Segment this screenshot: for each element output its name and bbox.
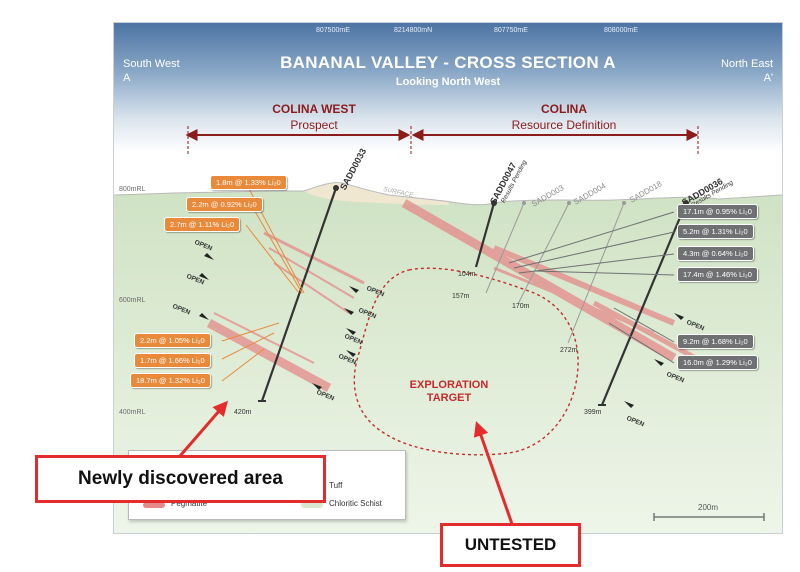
coord-label: 807500mE (316, 27, 350, 34)
section-title: BANANAL VALLEY - CROSS SECTION A (280, 53, 616, 72)
intercept-label: 18.7m @ 1.32% Li₂0 (130, 373, 211, 388)
intercept-label: 2.2m @ 0.92% Li₂0 (186, 197, 263, 212)
collar (491, 200, 497, 206)
intercept-label: 1.8m @ 1.33% Li₂0 (210, 175, 287, 190)
depth-label: 170m (512, 303, 530, 310)
drillhole-sadd003 (485, 202, 525, 294)
mrl-label: 400mRL (119, 409, 146, 416)
drillhole-sadd0036 (600, 202, 688, 406)
collar (567, 201, 571, 205)
leaders-right (508, 211, 675, 364)
surface-line (114, 182, 782, 206)
intercept-label: 4.3m @ 0.64% Li₂0 (677, 246, 754, 261)
zone-colina-west-title: COLINA WEST (272, 102, 356, 116)
pegmatite-west (206, 231, 365, 392)
depth-label: 104m (458, 271, 476, 278)
zone-colina-title: COLINA (541, 102, 587, 116)
coord-label: 808000mE (604, 27, 638, 34)
legend-swatch-schist (301, 502, 323, 508)
intercept-label: 5.2m @ 1.31% Li₂0 (677, 224, 754, 239)
mrl-label: 600mRL (119, 297, 146, 304)
direction-name: North East (721, 58, 773, 70)
intercept-label: 16.0m @ 1.29% Li₂0 (677, 355, 758, 370)
intercept-label: 17.1m @ 0.95% Li₂0 (677, 204, 758, 219)
scale-label: 200m (698, 503, 719, 512)
depth-label: 399m (584, 409, 602, 416)
legend-pegmatite: Pegmatite (171, 499, 208, 508)
drillhole-sadd004 (517, 202, 570, 305)
collar (522, 201, 526, 205)
legend-tuff: Tuff (329, 481, 343, 490)
legend-swatch-pegmatite (143, 502, 165, 508)
collar (333, 185, 339, 191)
cross-section-figure: 807500mE 8214800mN 807750mE 808000mE BAN… (113, 22, 783, 534)
depth-label: 272m (560, 347, 578, 354)
arrow-new-area (178, 400, 228, 457)
intercept-label: 1.7m @ 1.66% Li₂0 (134, 353, 211, 368)
direction-code: A' (763, 72, 773, 84)
drillhole-sadd0047 (474, 202, 496, 268)
open-arrows (199, 253, 684, 408)
coord-label: 807750mE (494, 27, 528, 34)
direction-name: South West (123, 58, 180, 70)
tuff-cap (304, 182, 449, 205)
arrow-untested (473, 421, 514, 525)
direction-north-east: North East A' (721, 57, 773, 85)
geology-drawing (114, 126, 782, 533)
section-subtitle: Looking North West (395, 76, 501, 88)
callout-newly-discovered-area: Newly discovered area (35, 455, 326, 503)
drillhole-sadd0033 (260, 187, 338, 402)
exploration-target-outline (353, 267, 579, 456)
zone-colina-west-subtitle: Prospect (290, 118, 338, 132)
depth-label: 420m (234, 409, 252, 416)
zone-colina-subtitle: Resource Definition (511, 118, 617, 132)
intercept-label: 2.7m @ 1.11% Li₂0 (164, 217, 241, 232)
callout-untested: UNTESTED (440, 523, 581, 567)
intercept-label: 2.2m @ 1.05% Li₂0 (134, 333, 211, 348)
intercept-label: 17.4m @ 1.46% Li₂0 (677, 267, 758, 282)
target-line: TARGET (426, 392, 472, 404)
exploration-target-label: EXPLORATION TARGET (401, 379, 497, 405)
target-line: EXPLORATION (409, 379, 489, 391)
pegmatite-east (401, 199, 716, 371)
mrl-label: 800mRL (119, 186, 146, 193)
coord-label: 8214800mN (394, 27, 433, 34)
direction-south-west: South West A (123, 57, 180, 85)
direction-code: A (123, 72, 131, 84)
collar (622, 201, 626, 205)
legend-schist: Chloritic Schist (329, 499, 382, 508)
depth-label: 157m (452, 293, 470, 300)
intercept-label: 9.2m @ 1.68% Li₂0 (677, 334, 754, 349)
